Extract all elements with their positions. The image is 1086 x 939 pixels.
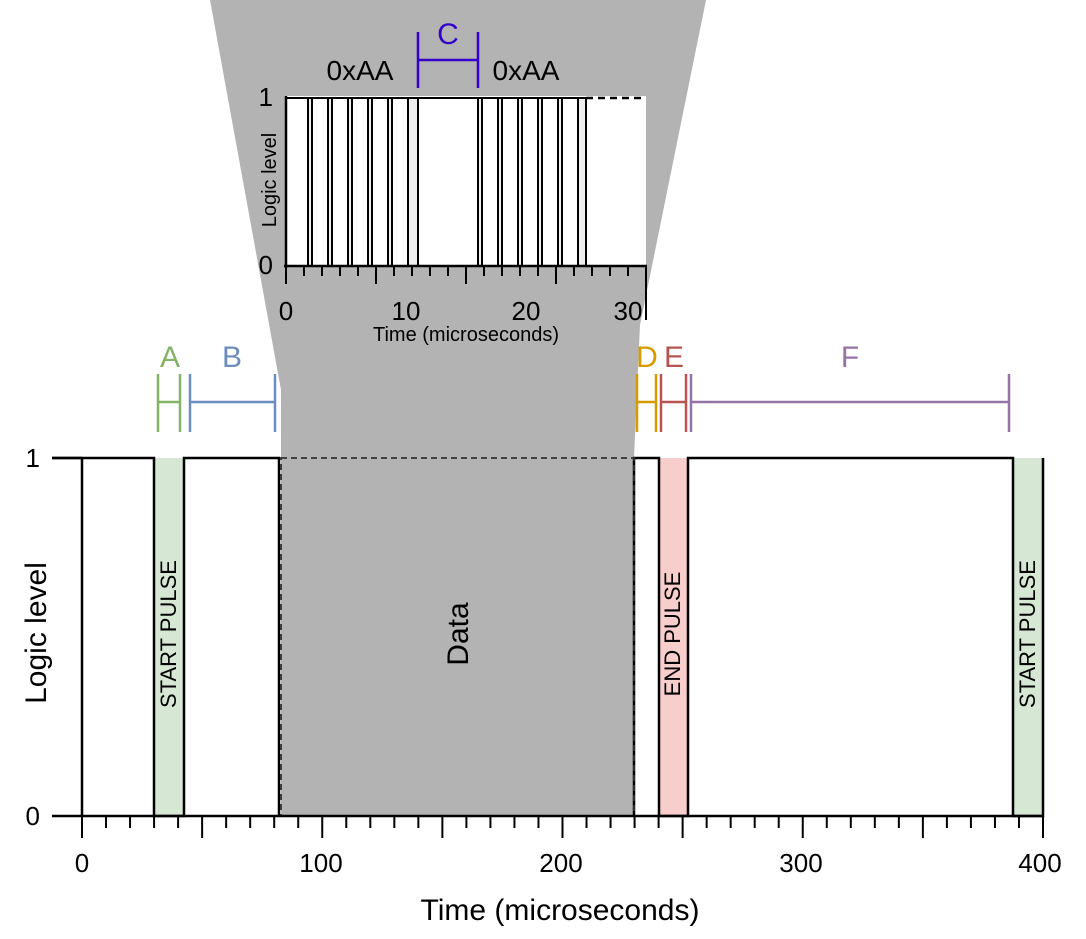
segment-bracket-f bbox=[689, 374, 1011, 432]
x-tick-label: 200 bbox=[539, 848, 582, 878]
inset-chart: 0 10 20 30 1 0 Time (microseconds) Logic… bbox=[259, 18, 647, 346]
y-axis-label: Logic level bbox=[20, 562, 53, 704]
inset-high-segment bbox=[541, 97, 559, 267]
start-pulse-label: START PULSE bbox=[1015, 560, 1040, 708]
inset-bit-pulses bbox=[285, 97, 587, 267]
data-region-label: Data bbox=[442, 602, 475, 666]
inset-x-tick-label: 30 bbox=[614, 296, 643, 326]
inset-high-segment bbox=[481, 97, 499, 267]
inset-x-tick-label: 0 bbox=[279, 296, 293, 326]
inset-gap-high-segment bbox=[417, 97, 479, 267]
segment-bracket-a bbox=[156, 374, 182, 432]
start-pulse-bar bbox=[154, 458, 184, 816]
byte-label: 0xAA bbox=[327, 55, 394, 86]
gap-label-c: C bbox=[437, 18, 459, 51]
x-tick-label: 400 bbox=[1018, 848, 1061, 878]
inset-high-segment bbox=[501, 97, 519, 267]
segment-label-f: F bbox=[841, 341, 859, 374]
inset-x-tick-label: 10 bbox=[392, 296, 421, 326]
data-region-box bbox=[280, 457, 635, 817]
inset-x-tick-label: 20 bbox=[512, 296, 541, 326]
segment-bracket-d bbox=[635, 374, 658, 432]
inset-high-segment bbox=[521, 97, 539, 267]
inset-high-segment bbox=[285, 97, 309, 267]
y-tick-label: 0 bbox=[26, 801, 40, 831]
inset-high-segment bbox=[371, 97, 389, 267]
main-x-ticks bbox=[81, 816, 1044, 838]
byte-label: 0xAA bbox=[493, 55, 560, 86]
inset-y-tick-label: 0 bbox=[259, 250, 273, 280]
inset-high-segment bbox=[311, 97, 329, 267]
inset-high-segment bbox=[391, 97, 409, 267]
end-pulse-bar bbox=[659, 458, 688, 816]
inset-low-pulse bbox=[577, 97, 587, 267]
segment-label-b: B bbox=[222, 341, 242, 374]
x-tick-label: 0 bbox=[75, 848, 89, 878]
inset-y-tick-label: 1 bbox=[259, 82, 273, 112]
main-chart: 0 100 200 300 400 1 0 Time (microseconds… bbox=[20, 341, 1062, 927]
inset-x-axis-label: Time (microseconds) bbox=[373, 324, 559, 346]
x-tick-label: 300 bbox=[779, 848, 822, 878]
inset-low-pulse bbox=[407, 97, 419, 267]
start-pulse-label: START PULSE bbox=[156, 560, 181, 708]
inset-high-segment bbox=[351, 97, 369, 267]
segment-label-a: A bbox=[160, 341, 180, 374]
segment-brackets bbox=[156, 374, 1011, 432]
end-pulse-label: END PULSE bbox=[660, 572, 685, 697]
segment-bracket-b bbox=[188, 374, 277, 432]
inset-x-ticks bbox=[285, 266, 647, 284]
inset-high-segment bbox=[331, 97, 349, 267]
inset-y-axis-label: Logic level bbox=[259, 133, 281, 228]
inset-high-segment bbox=[561, 97, 579, 267]
y-tick-label: 1 bbox=[26, 443, 40, 473]
gap-bracket-c bbox=[416, 32, 480, 88]
segment-label-d: D bbox=[636, 341, 658, 374]
x-axis-label: Time (microseconds) bbox=[421, 894, 700, 927]
segment-bracket-e bbox=[659, 374, 688, 432]
segment-label-e: E bbox=[664, 341, 684, 374]
start-pulse-bar bbox=[1013, 458, 1043, 816]
x-tick-label: 100 bbox=[299, 848, 342, 878]
